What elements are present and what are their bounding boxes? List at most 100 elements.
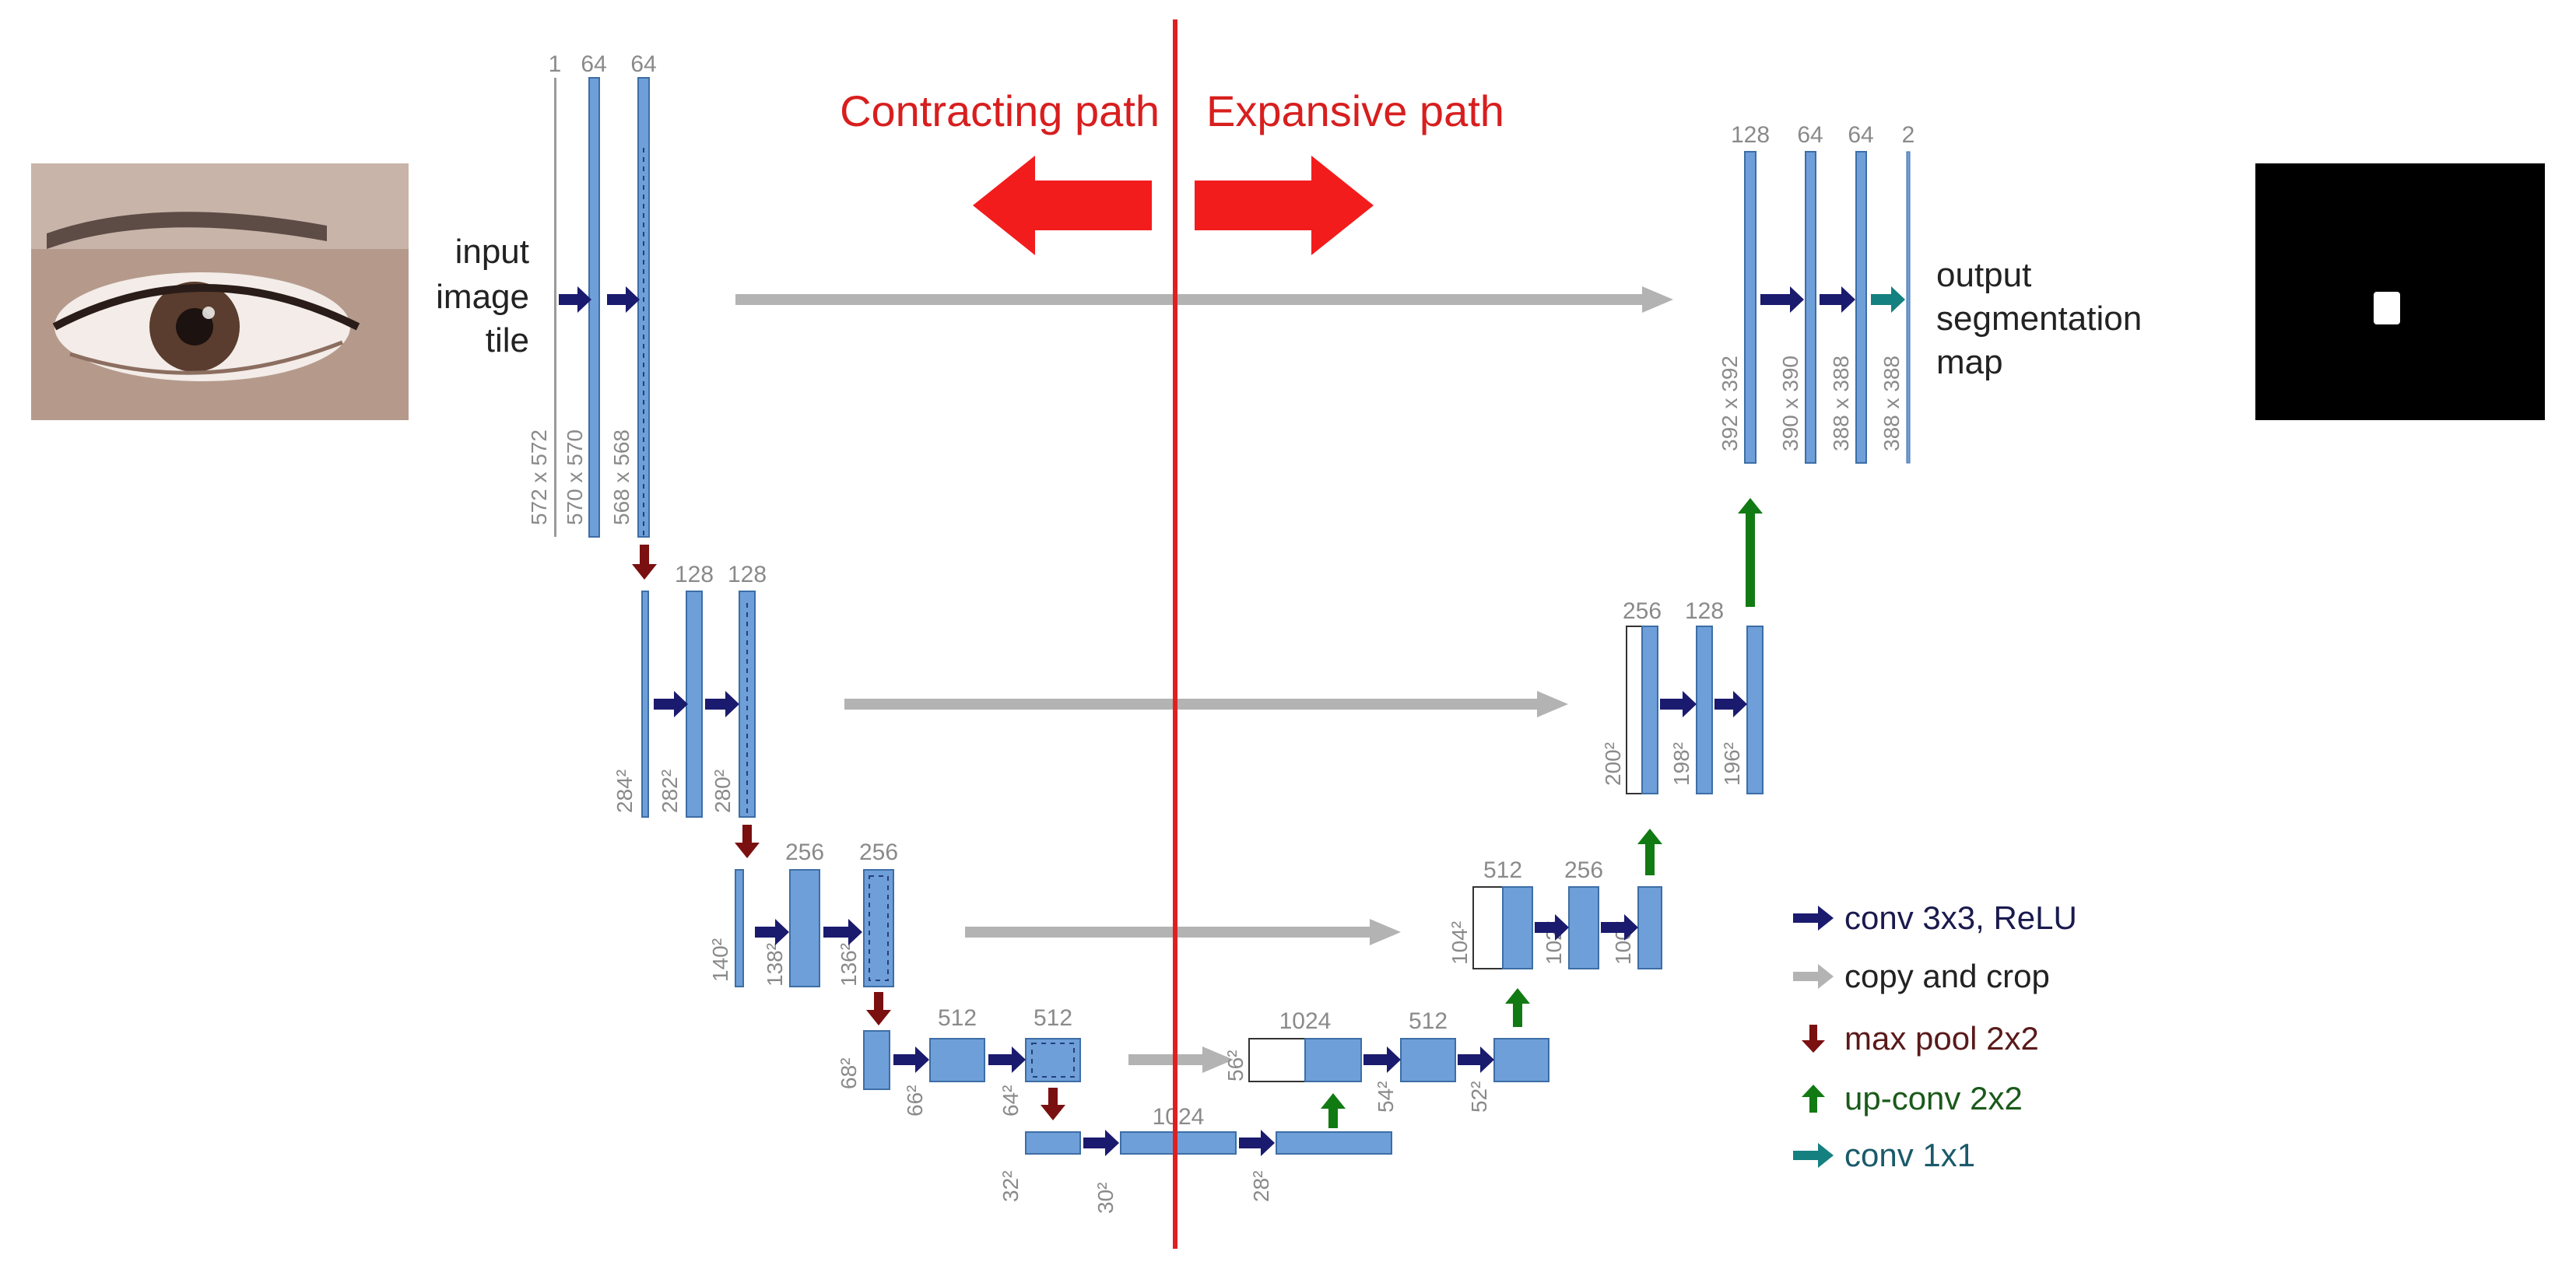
feature-map — [1696, 626, 1713, 794]
maxpool-arrow-icon — [1802, 1025, 1825, 1053]
channel-label: 512 — [938, 1005, 977, 1031]
size-label: 68² — [837, 1058, 861, 1089]
upconv-arrow-icon — [1802, 1085, 1825, 1113]
feature-map — [1400, 1038, 1456, 1082]
feature-map — [1637, 886, 1662, 969]
feature-map — [1641, 626, 1658, 794]
conv-arrow-icon — [1793, 906, 1834, 931]
size-label: 56² — [1223, 1050, 1248, 1081]
legend-item: conv 1x1 — [1790, 1132, 1975, 1179]
channel-label: 256 — [1623, 598, 1662, 624]
level2-contracting: 128 128 284² 282² 280² — [612, 562, 767, 818]
legend-label: max pool 2x2 — [1844, 1020, 2039, 1057]
input-eye-image — [31, 163, 409, 420]
feature-map — [863, 1030, 890, 1090]
channel-label: 1024 — [1279, 1008, 1332, 1034]
size-label: 570 x 570 — [563, 429, 587, 525]
size-label: 392 x 392 — [1718, 356, 1742, 451]
level1-expansive: 128 64 64 2 392 x 392 390 x 390 388 x 38… — [1718, 122, 1914, 464]
input-label-line: tile — [486, 321, 529, 359]
output-label: output segmentation map — [1936, 256, 2142, 381]
feature-map — [789, 869, 820, 987]
expansive-arrow-icon — [1195, 156, 1374, 255]
bottleneck: 1024 32² 30² 28² — [998, 1104, 1392, 1214]
channel-label: 64 — [1848, 122, 1873, 148]
maxpool-arrows — [632, 545, 1065, 1120]
contracting-arrow-icon — [973, 156, 1152, 255]
size-label: 200² — [1601, 742, 1625, 786]
feature-map — [863, 869, 894, 987]
input-label-line: input — [455, 233, 529, 271]
channel-label: 1024 — [1153, 1104, 1205, 1130]
channel-label: 1 — [549, 51, 562, 77]
size-label: 390 x 390 — [1778, 356, 1802, 451]
size-label: 52² — [1467, 1081, 1491, 1113]
level4-contracting: 512 512 68² 66² 64² — [837, 1005, 1081, 1116]
channel-label: 256 — [859, 840, 898, 865]
conv1x1-arrow-icon — [1871, 286, 1905, 313]
feature-map — [1906, 151, 1911, 464]
expansive-path-title: Expansive path — [1206, 86, 1504, 135]
size-label: 388 x 388 — [1879, 356, 1904, 451]
feature-map — [686, 591, 703, 818]
feature-map — [1472, 886, 1504, 969]
size-label: 196² — [1720, 742, 1744, 786]
legend-label: conv 3x3, ReLU — [1844, 899, 2077, 936]
output-label-line: segmentation — [1936, 300, 2142, 338]
feature-map — [1626, 626, 1643, 794]
feature-map — [554, 78, 556, 537]
feature-map — [588, 77, 600, 538]
channel-label: 256 — [1564, 857, 1603, 883]
feature-map — [1744, 151, 1757, 464]
legend-item: up-conv 2x2 — [1790, 1075, 2023, 1122]
contracting-path-title: Contracting path — [840, 86, 1160, 135]
channel-label: 128 — [675, 562, 714, 587]
channel-label: 512 — [1034, 1005, 1072, 1031]
level1-contracting: 1 64 64 572 x 572 570 x 570 568 x 568 — [527, 51, 657, 538]
feature-map — [1746, 626, 1764, 794]
input-label: input image tile — [436, 233, 529, 359]
size-label: 30² — [1093, 1183, 1118, 1214]
level4-expansive: 1024 512 56² 54² 52² — [1223, 1008, 1549, 1113]
feature-map — [735, 869, 744, 987]
size-label: 388 x 388 — [1829, 356, 1853, 451]
size-label: 54² — [1374, 1081, 1398, 1113]
legend-item: copy and crop — [1790, 953, 2050, 1000]
size-label: 140² — [708, 938, 732, 982]
size-label: 572 x 572 — [527, 429, 551, 525]
output-segmentation-image — [2255, 163, 2545, 420]
channel-label: 512 — [1409, 1008, 1448, 1034]
size-label: 138² — [763, 943, 787, 987]
feature-map — [1025, 1131, 1081, 1155]
size-label: 282² — [658, 769, 682, 813]
feature-map — [1304, 1038, 1362, 1082]
legend-item: max pool 2x2 — [1790, 1015, 2039, 1062]
legend-label: up-conv 2x2 — [1844, 1080, 2023, 1116]
size-label: 284² — [612, 769, 637, 813]
size-label: 104² — [1448, 921, 1472, 965]
channel-label: 64 — [581, 51, 606, 77]
level2-expansive: 256 128 200² 198² 196² — [1601, 598, 1764, 794]
legend: conv 3x3, ReLU copy and crop max pool 2x… — [1790, 895, 2164, 1206]
size-label: 32² — [998, 1171, 1023, 1202]
conv-arrows — [559, 286, 1855, 1156]
feature-map — [1502, 886, 1533, 969]
conv1x1-arrow-icon — [1793, 1143, 1834, 1168]
channel-label: 128 — [1685, 598, 1724, 624]
size-label: 28² — [1249, 1171, 1273, 1202]
size-label: 568 x 568 — [609, 429, 633, 525]
feature-map — [1855, 151, 1867, 464]
feature-map — [1276, 1131, 1392, 1155]
feature-map — [1805, 151, 1816, 464]
channel-label: 128 — [728, 562, 767, 587]
input-label-line: image — [436, 278, 529, 316]
legend-label: conv 1x1 — [1844, 1137, 1976, 1173]
level3-contracting: 256 256 140² 138² 136² — [708, 840, 898, 987]
output-label-line: output — [1936, 256, 2031, 294]
feature-map — [1120, 1131, 1237, 1155]
channel-label: 256 — [785, 840, 824, 865]
size-label: 66² — [903, 1085, 927, 1116]
output-label-line: map — [1936, 343, 2003, 381]
channel-label: 64 — [1797, 122, 1823, 148]
